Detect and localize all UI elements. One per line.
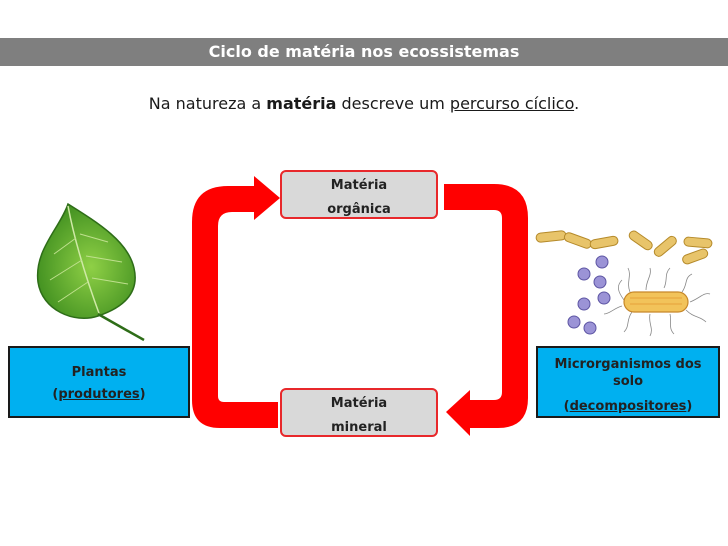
- producers-box: Plantas (produtores): [8, 346, 190, 418]
- producers-line1: Plantas: [71, 365, 127, 380]
- organic-line2: orgânica: [327, 202, 391, 217]
- mineral-line1: Matéria: [330, 396, 388, 411]
- organic-line1: Matéria: [330, 178, 388, 193]
- decomposers-role-line: (decompositores): [538, 398, 718, 415]
- intro-bold-term: matéria: [266, 94, 337, 113]
- microorganisms-icon: [535, 230, 713, 337]
- intro-sentence: Na natureza a matéria descreve um percur…: [0, 94, 728, 113]
- producers-role: produtores: [58, 387, 140, 402]
- producers-role-line: (produtores): [10, 384, 188, 406]
- decomposers-role: decompositores: [569, 399, 687, 414]
- organic-matter-box: Matéria orgânica: [280, 170, 438, 219]
- leaf-icon: [36, 202, 145, 342]
- mineral-matter-box: Matéria mineral: [280, 388, 438, 437]
- intro-prefix: Na natureza a: [148, 94, 267, 113]
- intro-middle: descreve um: [336, 94, 450, 113]
- intro-underlined-term: percurso cíclico: [449, 94, 575, 113]
- producers-close-paren: ): [139, 387, 146, 402]
- right-cycle-arrow: [444, 184, 528, 436]
- decomposers-open-paren: (: [563, 399, 570, 414]
- decomposers-close-paren: ): [686, 399, 693, 414]
- mineral-line2: mineral: [331, 420, 387, 435]
- decomposers-box: Microrganismos dos solo (decompositores): [536, 346, 720, 418]
- intro-suffix: .: [574, 94, 580, 113]
- decomposers-line1: Microrganismos dos: [554, 357, 702, 372]
- title-bar: Ciclo de matéria nos ecossistemas: [0, 38, 728, 66]
- left-cycle-arrow: [192, 176, 280, 428]
- decomposers-line2: solo: [612, 374, 644, 389]
- producers-open-paren: (: [52, 387, 59, 402]
- page-title: Ciclo de matéria nos ecossistemas: [208, 42, 520, 61]
